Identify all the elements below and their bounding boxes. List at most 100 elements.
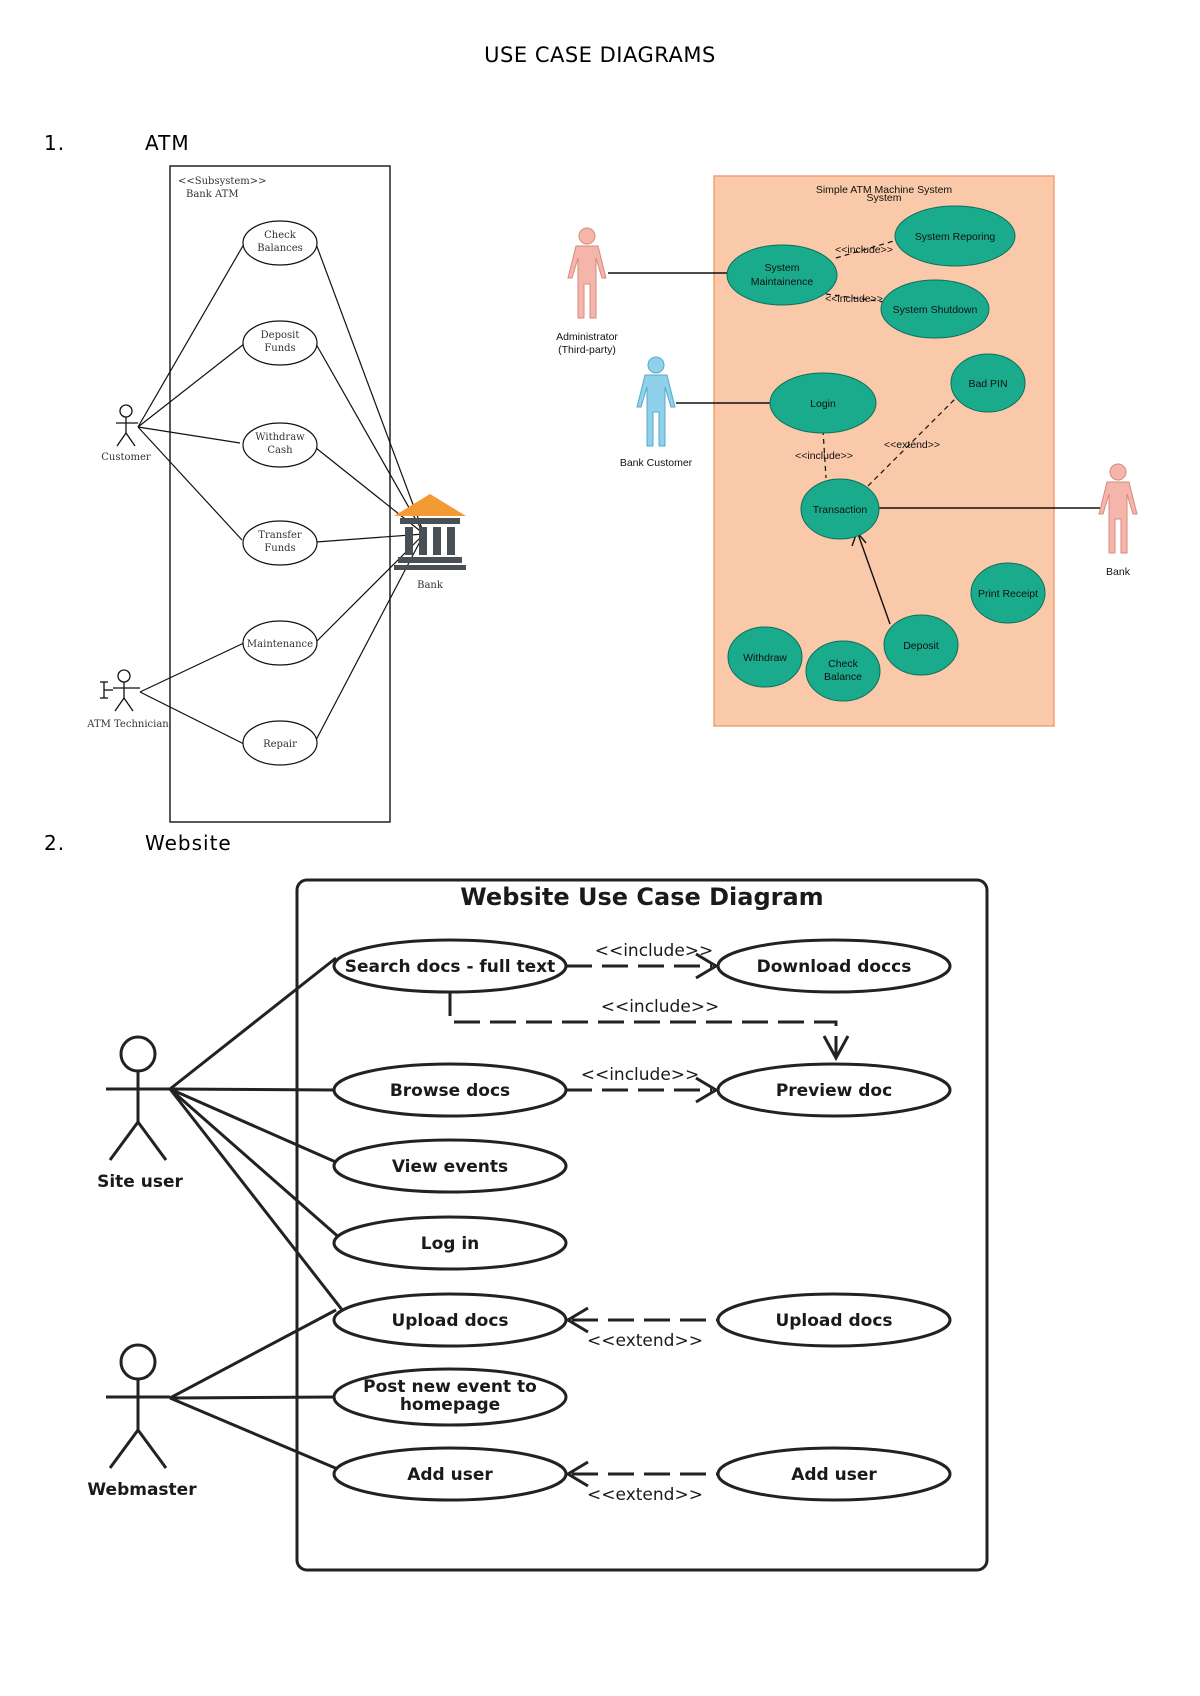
svg-text:Bank: Bank [1106,566,1131,578]
svg-text:Withdraw: Withdraw [743,652,787,664]
atm1-actor-technician: ATM Technician [86,669,169,730]
svg-text:System: System [764,262,799,274]
usecase-browse-docs: Browse docs [332,1062,568,1118]
atm1-usecase-check-balances: Check Balances [242,220,318,266]
atm1-system-name: Bank ATM [186,189,239,200]
atm2-actor-bank-customer: Bank Customer [620,356,693,469]
atm2-actor-bank: Bank [1098,463,1138,578]
svg-text:Upload docs: Upload docs [775,1311,892,1331]
svg-text:Log in: Log in [421,1234,480,1254]
atm1-technician-associations [139,641,247,746]
atm1-bank-associations [315,243,425,741]
actor-webmaster: Webmaster [87,1343,197,1500]
svg-text:Check: Check [828,658,859,670]
relation-include-download [566,952,719,980]
technician-icon [100,669,140,712]
usecase-log-in: Log in [332,1215,568,1271]
svg-text:Transaction: Transaction [813,504,868,516]
site-user-associations [168,956,352,1321]
stick-figure-icon [106,1343,170,1469]
svg-text:Balance: Balance [824,671,862,683]
atm2-label-extend: <<extend>> [884,439,940,451]
atm1-usecase-withdraw-cash: Withdraw Cash [242,422,318,468]
svg-text:Check: Check [264,230,297,241]
svg-text:ATM Technician: ATM Technician [86,719,169,730]
usecase-download-docs: Download doccs [716,938,952,994]
stick-figure-icon [106,1035,170,1161]
svg-text:Print Receipt: Print Receipt [978,588,1038,600]
atm2-include-login [822,429,827,479]
person-icon [1098,463,1138,554]
stick-figure-icon [116,404,138,447]
svg-text:Customer: Customer [101,452,151,463]
atm1-customer-associations [137,243,245,541]
usecase-post-new-event: Post new event to homepage [332,1367,568,1427]
relation-extend-adduser [565,1460,718,1488]
svg-text:Funds: Funds [264,343,295,354]
atm2-usecase-shutdown: System Shutdown [880,279,990,339]
relation-include-preview-from-search [448,990,850,1062]
section-2-number: 2. [44,831,65,855]
svg-text:homepage: homepage [400,1395,500,1415]
atm2-usecase-check-balance: Check Balance [805,640,881,702]
section-1-label: ATM [145,131,190,155]
atm2-usecase-print-receipt: Print Receipt [970,562,1046,624]
svg-text:Deposit: Deposit [261,330,300,341]
atm2-usecase-reporting: System Reporing [894,205,1016,267]
usecase-add-user-extension: Add user [716,1446,952,1502]
atm1-usecase-maintenance: Maintenance [242,620,318,666]
svg-text:Download doccs: Download doccs [757,957,912,977]
relation-extend-upload [565,1306,718,1334]
label-extend-1: <<extend>> [587,1331,703,1351]
webmaster-associations [169,1308,341,1472]
usecase-search-docs: Search docs - full text [332,938,568,994]
atm2-subtitle: System [866,192,901,204]
svg-text:Withdraw: Withdraw [255,432,305,443]
svg-text:System Reporing: System Reporing [915,231,996,243]
atm2-usecase-withdraw: Withdraw [727,626,803,688]
svg-text:Add user: Add user [407,1465,493,1485]
svg-text:Bank: Bank [417,580,444,591]
usecase-view-events: View events [332,1138,568,1194]
atm2-include-shutdown [825,293,885,303]
svg-text:Transfer: Transfer [258,530,302,541]
svg-text:Search docs - full text: Search docs - full text [345,957,555,977]
atm2-title: Simple ATM Machine System [816,184,953,196]
atm2-label-include-a: <<include>> [835,244,893,256]
svg-text:Site user: Site user [97,1172,183,1192]
section-1-number: 1. [44,131,65,155]
actor-site-user: Site user [97,1035,184,1192]
svg-text:Bad PIN: Bad PIN [968,378,1007,390]
label-include-1: <<include>> [595,941,714,961]
website-diagram: Website Use Case Diagram [87,878,989,1572]
atm1-usecase-deposit-funds: Deposit Funds [242,320,318,366]
bank-building-icon [394,494,466,570]
atm2-actor-administrator: Administrator (Third-party) [556,227,618,356]
label-include-3: <<include>> [581,1065,700,1085]
atm2-usecase-deposit: Deposit [883,614,959,676]
svg-text:Add user: Add user [791,1465,877,1485]
svg-text:Upload docs: Upload docs [391,1311,508,1331]
usecase-add-user: Add user [332,1446,568,1502]
svg-text:Funds: Funds [264,543,295,554]
atm1-stereotype: <<Subsystem>> [178,176,267,187]
atm2-usecase-login: Login [769,372,877,434]
svg-text:Bank Customer: Bank Customer [620,457,693,469]
usecase-upload-docs: Upload docs [332,1292,568,1348]
svg-text:Preview doc: Preview doc [776,1081,892,1101]
person-icon [567,227,607,319]
svg-text:View events: View events [392,1157,508,1177]
relation-include-preview-from-browse [566,1076,719,1104]
svg-text:Balances: Balances [257,243,303,254]
atm2-usecase-maintenance: System Maintainence [726,244,838,306]
svg-text:Maintainence: Maintainence [751,276,814,288]
atm2-usecase-badpin: Bad PIN [950,353,1026,413]
atm-diagram-1: <<Subsystem>> Bank ATM Check Balance [86,165,466,823]
atm2-extend-badpin [867,395,959,487]
svg-text:Post new event to: Post new event to [363,1377,537,1397]
atm1-system-boundary [169,165,391,823]
person-icon [636,356,676,447]
atm2-label-include-b: <<include>> [825,293,883,305]
usecase-upload-docs-extension: Upload docs [716,1292,952,1348]
